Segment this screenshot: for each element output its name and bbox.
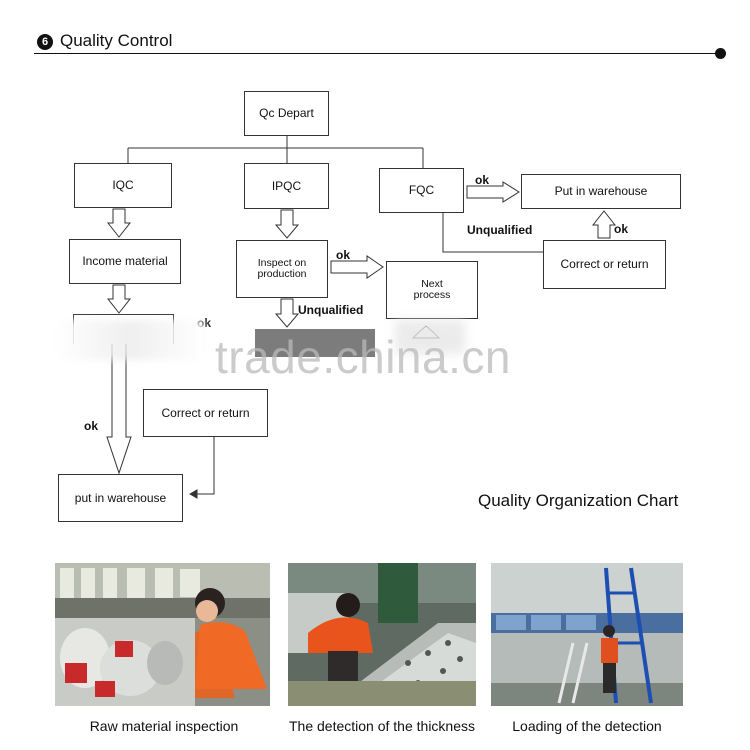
arrow-fqc-right	[466, 181, 520, 203]
photo-raw-material-inspection	[55, 563, 270, 706]
photo-caption-loading: Loading of the detection	[512, 718, 662, 734]
section-divider	[34, 53, 716, 54]
watermark-gray-patch	[255, 329, 375, 357]
ok-iqc-down-label: ok	[84, 419, 99, 433]
chart-caption: Quality Organization Chart	[478, 491, 679, 510]
arrow-inspect-right	[330, 255, 384, 279]
section-number-badge: 6	[37, 34, 53, 50]
unqualified-fqc-label: Unqualified	[467, 223, 533, 237]
arrow-inspect-down	[274, 298, 300, 328]
arrow-income-down	[106, 284, 132, 314]
section-header: 6 Quality Control	[34, 31, 726, 59]
income-material-box: Income material	[69, 239, 181, 284]
arrow-iqc-down	[106, 208, 132, 238]
iqc-box: IQC	[74, 163, 172, 208]
photo-thickness-image	[288, 563, 476, 706]
put-in-warehouse-top-box: Put in warehouse	[521, 174, 681, 209]
arrow-correct-up	[591, 210, 617, 239]
next-process-box: Next process	[386, 261, 478, 319]
ok-fqc-label: ok	[475, 173, 490, 187]
photo-caption-thickness: The detection of the thickness	[289, 718, 475, 734]
arrow-ipqc-down	[274, 209, 300, 239]
correct-or-return-left-box: Correct or return	[143, 389, 268, 437]
connector-correct-to-warehouse	[194, 437, 215, 495]
fqc-box: FQC	[379, 168, 464, 213]
photo-caption-raw-material: Raw material inspection	[89, 718, 239, 734]
ipqc-box: IPQC	[244, 163, 329, 209]
put-in-warehouse-bottom-box: put in warehouse	[58, 474, 183, 522]
section-title: Quality Control	[60, 31, 173, 50]
arrowhead-to-warehouse	[188, 489, 198, 499]
qc-depart-box: Qc Depart	[244, 91, 329, 136]
photo-loading-detection	[491, 563, 683, 706]
photo-loading-image	[491, 563, 683, 706]
photo-raw-material-image	[55, 563, 270, 706]
correct-or-return-right-box: Correct or return	[543, 240, 666, 289]
connector-fqc-unqualified	[442, 213, 543, 253]
ok-ipqc-label: ok	[336, 248, 351, 262]
watermark-text: trade.china.cn	[215, 331, 511, 383]
inspect-on-production-box: Inspect on production	[236, 240, 328, 298]
watermark-blur-right	[395, 320, 465, 354]
watermark-blur-left	[55, 320, 205, 360]
photo-thickness-detection	[288, 563, 476, 706]
ok-correct-label: ok	[614, 222, 629, 236]
unqualified-ipqc-label: Unqualified	[298, 303, 364, 317]
section-divider-dot	[715, 48, 726, 59]
